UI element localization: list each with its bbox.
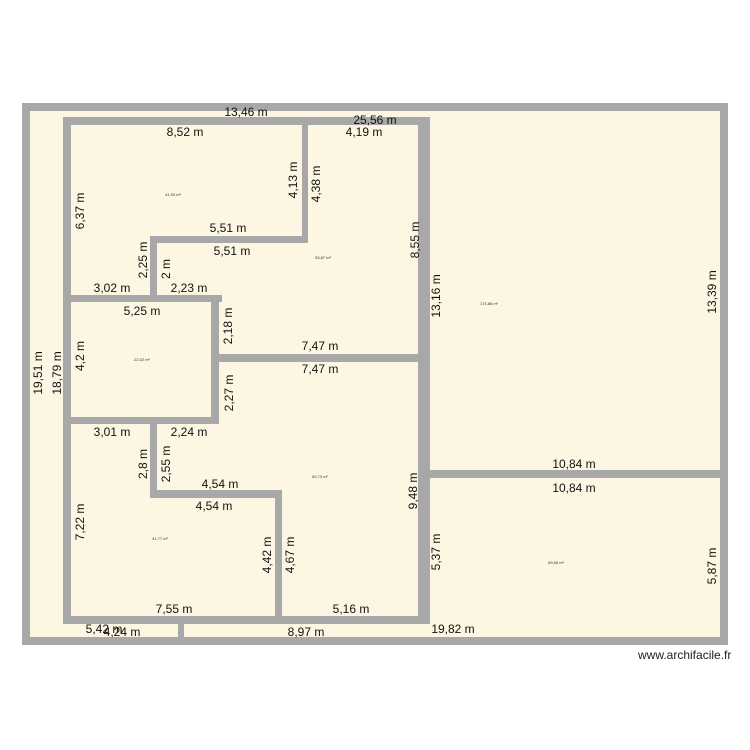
dim-label: 5,87 m xyxy=(705,548,719,585)
dim-label: 4,19 m xyxy=(346,125,383,139)
wall-divider-h-mid1 xyxy=(63,295,222,302)
dim-label: 7,22 m xyxy=(73,504,87,541)
area-label: 41,93 m² xyxy=(165,192,181,197)
dim-label: 4,13 m xyxy=(286,162,300,199)
wall-top xyxy=(22,103,728,111)
wall-divider-h-top xyxy=(152,236,308,243)
dim-label: 2,18 m xyxy=(221,308,235,345)
dim-label: 3,02 m xyxy=(94,281,131,295)
dim-label: 19,51 m xyxy=(31,351,45,394)
wall-inner-top xyxy=(63,117,430,125)
wall-bottom xyxy=(22,637,728,645)
wall-inner-right xyxy=(418,117,430,624)
dim-label: 5,37 m xyxy=(429,534,443,571)
dim-label: 4,54 m xyxy=(202,477,239,491)
wall-divider-v-low xyxy=(275,490,282,624)
dim-label: 4,38 m xyxy=(309,166,323,203)
dim-label: 4,67 m xyxy=(283,537,297,574)
dim-label: 7,47 m xyxy=(302,339,339,353)
dim-label: 2 m xyxy=(159,259,173,279)
outer-walls xyxy=(22,103,728,645)
dim-label: 5,51 m xyxy=(210,221,247,235)
dim-label: 13,16 m xyxy=(429,274,443,317)
dim-label: 5,25 m xyxy=(124,304,161,318)
dim-label: 5,51 m xyxy=(214,244,251,258)
wall-divider-h-low xyxy=(150,490,281,498)
area-label: 41,77 m² xyxy=(152,536,168,541)
dim-label: 2,24 m xyxy=(171,425,208,439)
dim-label: 4,2 m xyxy=(73,341,87,371)
dim-label: 2,25 m xyxy=(136,242,150,279)
wall-bottom-post xyxy=(178,616,184,645)
room-areas: 41,93 m² 53,87 m² 174,86 m² 22,02 m² 60,… xyxy=(134,192,564,565)
dim-label: 25,56 m xyxy=(353,113,396,127)
dim-label: 19,82 m xyxy=(431,622,474,636)
dim-label: 10,84 m xyxy=(552,457,595,471)
wall-divider-v-stub2 xyxy=(150,417,157,498)
area-label: 174,86 m² xyxy=(480,301,499,306)
wall-divider-h-right xyxy=(424,470,724,478)
watermark: www.archifacile.fr xyxy=(638,648,732,662)
dim-label: 2,27 m xyxy=(222,375,236,412)
dim-label: 7,55 m xyxy=(156,602,193,616)
dim-label: 2,55 m xyxy=(159,446,173,483)
area-label: 60,73 m² xyxy=(312,474,328,479)
dim-label: 5,42 m xyxy=(86,622,123,636)
dim-label: 7,47 m xyxy=(302,362,339,376)
vertical-dimensions: 4,13 m 4,38 m 6,37 m 8,55 m 2,25 m 2 m 1… xyxy=(31,162,719,585)
area-label: 22,02 m² xyxy=(134,357,150,362)
dim-label: 2,23 m xyxy=(171,281,208,295)
wall-divider-v-top xyxy=(302,117,308,242)
dim-label: 2,8 m xyxy=(136,449,150,479)
dim-label: 18,79 m xyxy=(50,351,64,394)
wall-divider-h-mid3 xyxy=(63,417,219,424)
dim-label: 3,01 m xyxy=(94,425,131,439)
wall-divider-v-stub1 xyxy=(150,236,157,302)
wall-right xyxy=(720,103,728,645)
dim-label: 13,46 m xyxy=(224,105,267,119)
area-label: 69,66 m² xyxy=(548,560,564,565)
dim-label: 8,52 m xyxy=(167,125,204,139)
dim-label: 10,84 m xyxy=(552,481,595,495)
dim-label: 8,55 m xyxy=(408,222,422,259)
dim-label: 8,97 m xyxy=(288,625,325,639)
area-label: 53,87 m² xyxy=(315,255,331,260)
dim-label: 13,39 m xyxy=(705,270,719,313)
dim-label: 4,24 m xyxy=(104,625,141,639)
floor-area xyxy=(26,107,723,641)
wall-inner-bottom xyxy=(63,616,430,624)
dim-label: 5,16 m xyxy=(333,602,370,616)
dim-label: 4,42 m xyxy=(260,537,274,574)
wall-divider-h-mid2 xyxy=(211,354,430,362)
wall-inner-left xyxy=(63,117,71,624)
dim-label: 6,37 m xyxy=(73,193,87,230)
wall-left xyxy=(22,103,30,645)
dim-label: 9,48 m xyxy=(406,473,420,510)
dim-label: 4,54 m xyxy=(196,499,233,513)
inner-walls xyxy=(63,117,724,645)
horizontal-dimensions: 13,46 m 25,56 m 8,52 m 4,19 m 5,51 m 5,5… xyxy=(86,105,596,639)
